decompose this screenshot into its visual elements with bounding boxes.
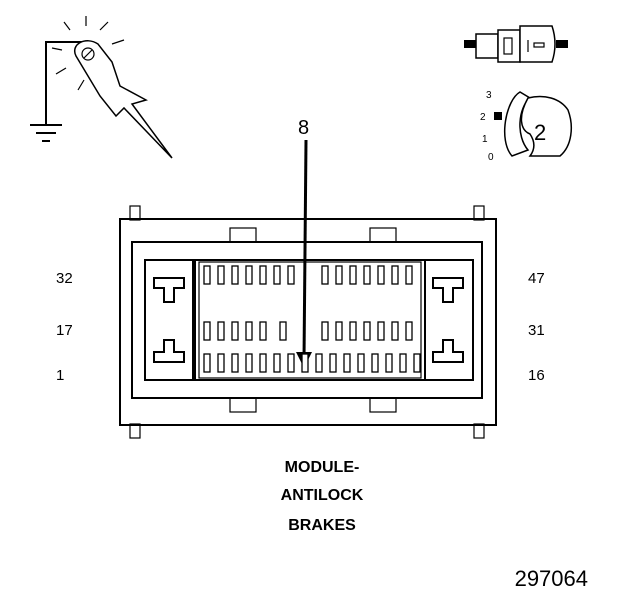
pin-cavity <box>273 265 281 285</box>
pin-cavity <box>279 321 287 341</box>
pin-cavity <box>321 265 329 285</box>
pin-cavity <box>245 265 253 285</box>
connector-side-view-icon <box>464 25 568 63</box>
pin-cavity <box>217 353 225 373</box>
figure-number: 297064 <box>515 566 588 591</box>
pin-cavity <box>349 265 357 285</box>
pin-cavity <box>321 321 329 341</box>
pin-cavity <box>231 321 239 341</box>
pin-cavity <box>377 321 385 341</box>
pin-cavity <box>377 265 385 285</box>
pin-cavity <box>343 353 351 373</box>
pin-cavity <box>245 321 253 341</box>
pin-cavity <box>363 321 371 341</box>
pin-cavity <box>363 265 371 285</box>
position-label-1: 1 <box>482 134 488 145</box>
pin-cavity <box>259 353 267 373</box>
pin-label-17: 17 <box>56 322 73 339</box>
pin-label-47: 47 <box>528 270 545 287</box>
arrow-down-icon <box>296 139 312 368</box>
title-line-1: MODULE- <box>285 459 360 476</box>
pin-cavity <box>217 321 225 341</box>
rotary-selector-icon <box>494 91 573 157</box>
position-label-3: 3 <box>486 90 492 101</box>
test-probe-icon <box>51 16 173 159</box>
pin-cavity <box>301 353 309 373</box>
pin-label-32: 32 <box>56 270 73 287</box>
pin-cavity <box>357 353 365 373</box>
pin-cavity <box>231 265 239 285</box>
pin-cavity <box>349 321 357 341</box>
pin-cavity <box>391 265 399 285</box>
pin-cavity <box>259 321 267 341</box>
pin-cavity <box>335 321 343 341</box>
position-label-2: 2 <box>480 112 486 123</box>
key-slot-left-top <box>153 277 185 303</box>
pin-cavity <box>385 353 393 373</box>
pin-cavity <box>405 321 413 341</box>
ground-symbol-icon <box>30 41 82 142</box>
pin-cavity <box>273 353 281 373</box>
pin-cavity <box>315 353 323 373</box>
pin-cavity <box>371 353 379 373</box>
pin-cavity <box>245 353 253 373</box>
pin-cavity <box>259 265 267 285</box>
pin-label-1: 1 <box>56 367 64 384</box>
title-line-3: BRAKES <box>288 517 356 534</box>
pin-cavity <box>287 353 295 373</box>
pin-cavity <box>399 353 407 373</box>
pin-cavity <box>335 265 343 285</box>
pin-cavity <box>287 265 295 285</box>
pin-cavity <box>231 353 239 373</box>
pin-cavity <box>203 321 211 341</box>
key-slot-left-bottom <box>153 339 185 363</box>
pin-cavity <box>391 321 399 341</box>
pin-label-31: 31 <box>528 322 545 339</box>
connector-body <box>119 205 497 439</box>
selected-position-number: 2 <box>534 120 546 145</box>
pin-cavity-grid <box>203 265 421 373</box>
pin-cavity <box>329 353 337 373</box>
pin-cavity <box>217 265 225 285</box>
key-slot-right-top <box>432 277 464 303</box>
pin-callout-number: 8 <box>298 117 309 139</box>
position-label-0: 0 <box>488 152 494 163</box>
pin-cavity <box>413 353 421 373</box>
title-line-2: ANTILOCK <box>281 487 364 504</box>
pin-cavity <box>405 265 413 285</box>
pin-label-16: 16 <box>528 367 545 384</box>
key-slot-right-bottom <box>432 339 464 363</box>
pin-cavity <box>203 353 211 373</box>
pin-cavity <box>203 265 211 285</box>
